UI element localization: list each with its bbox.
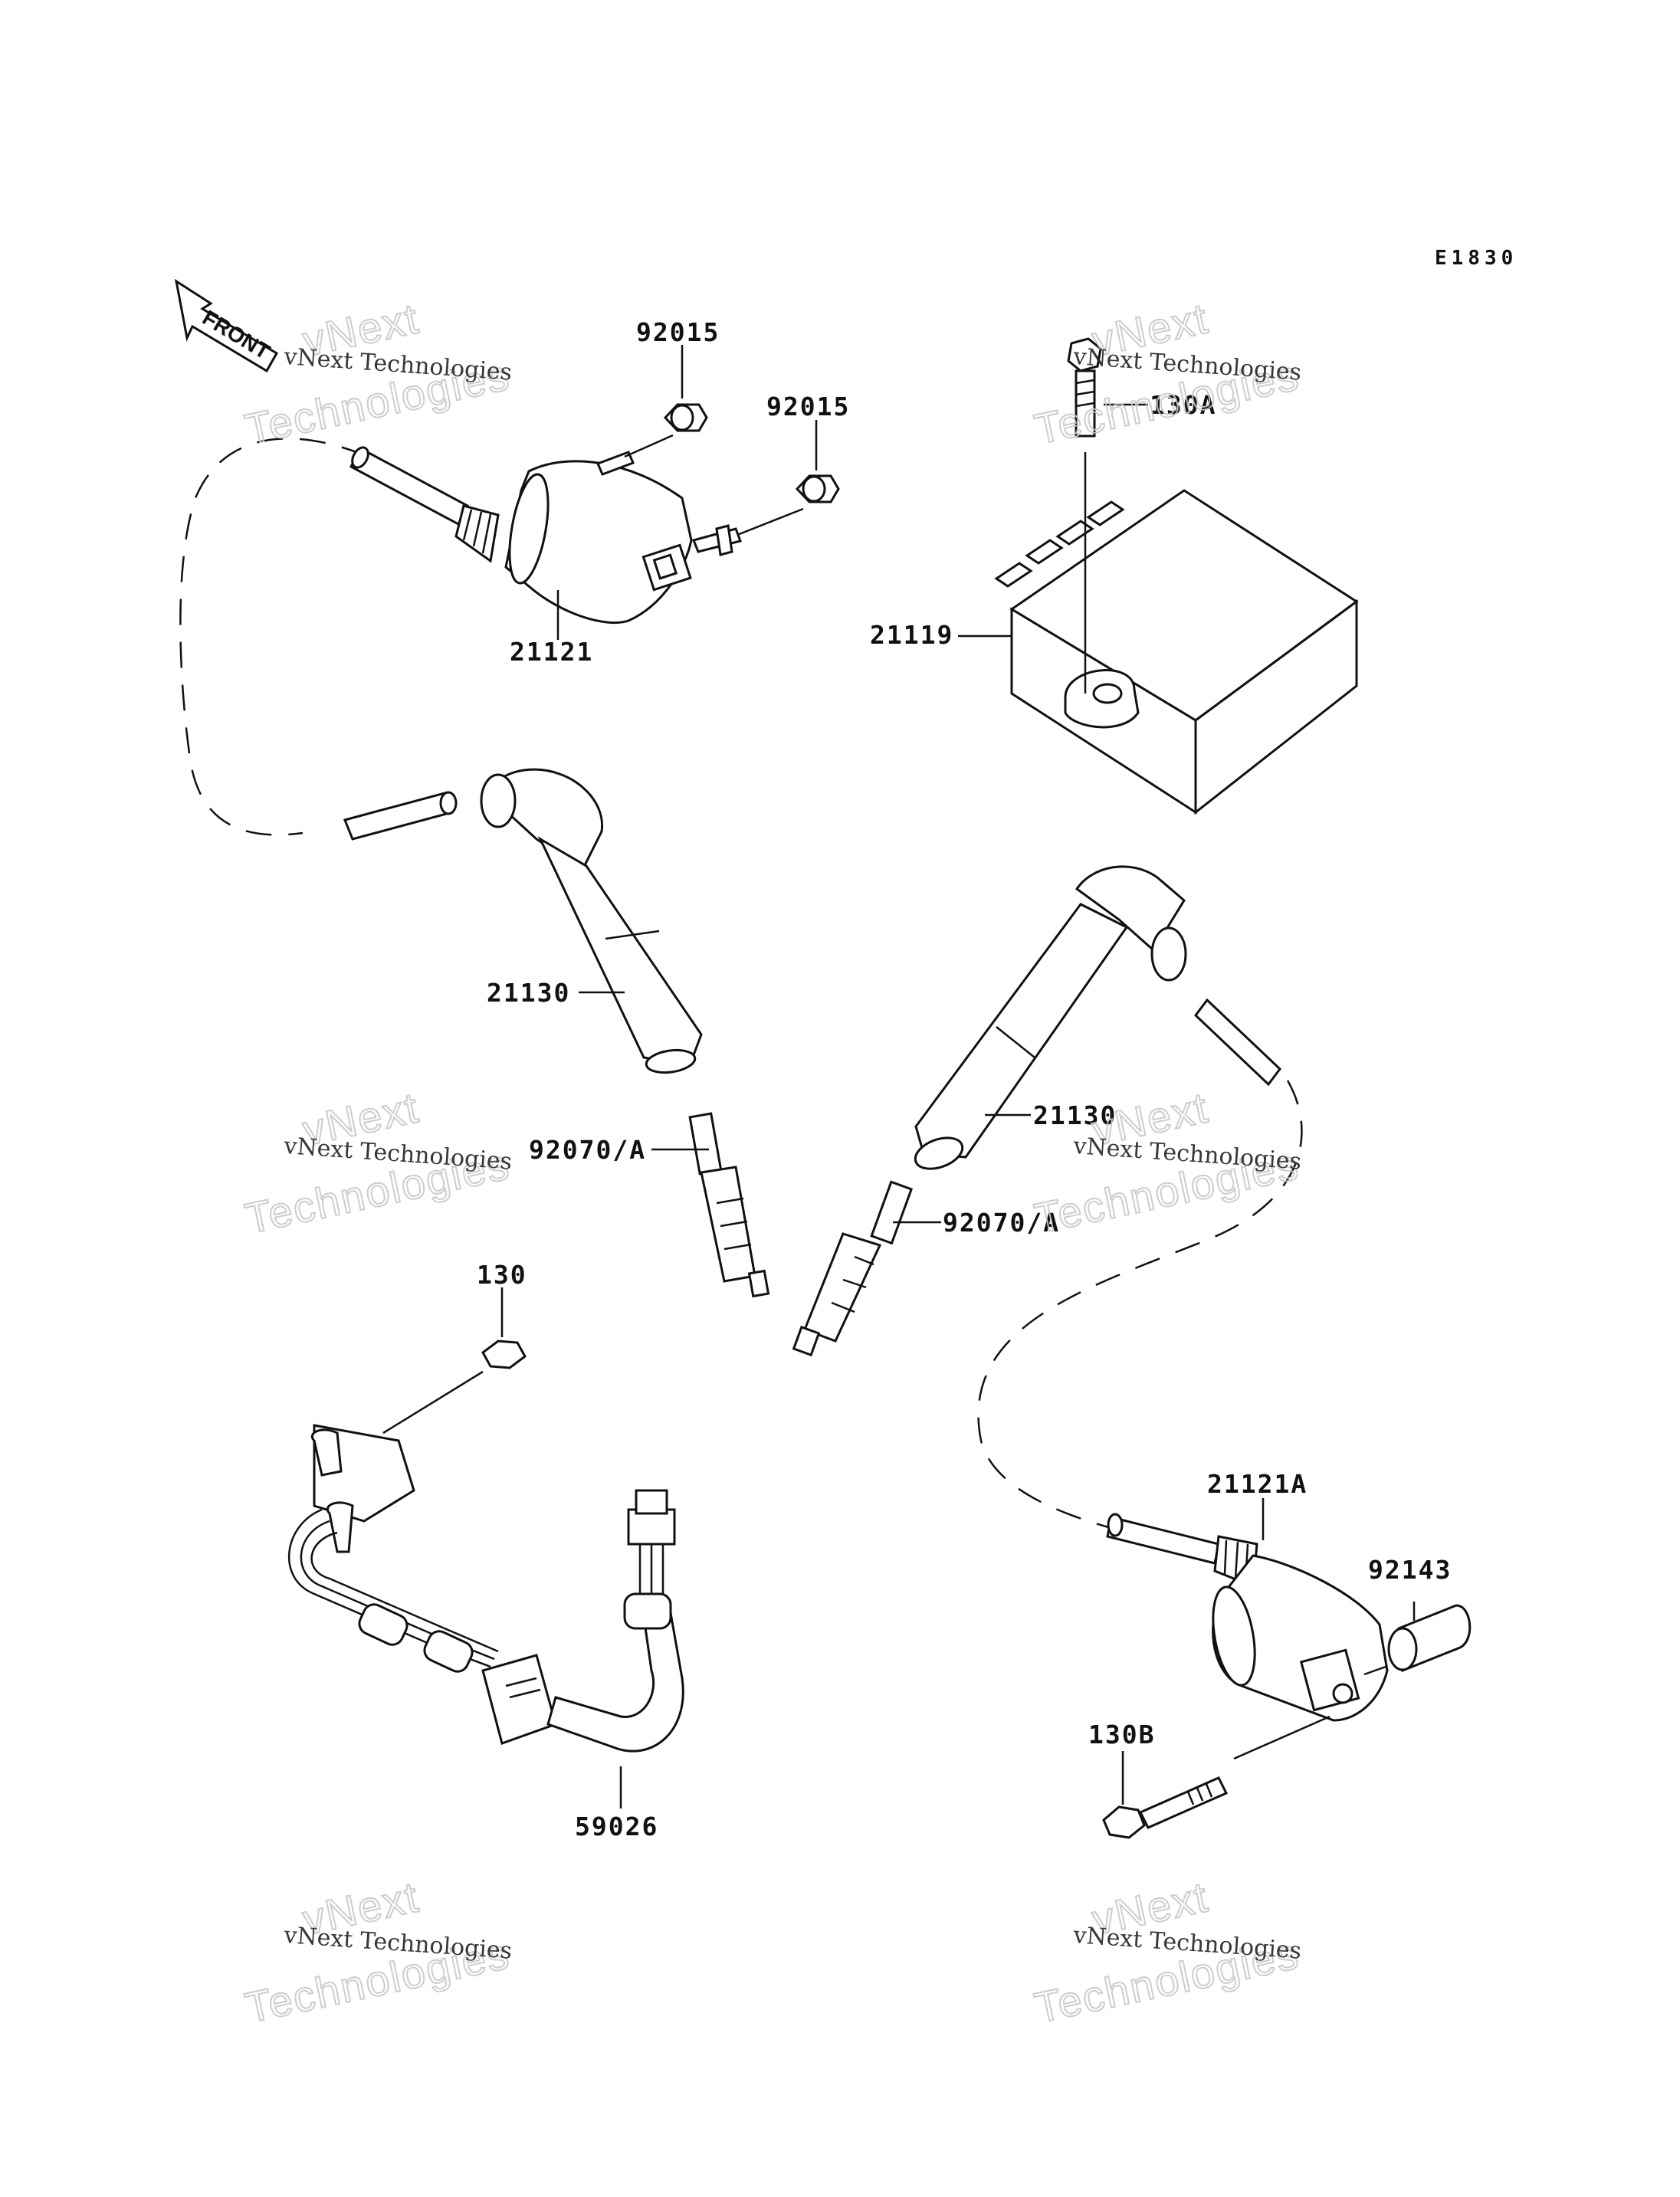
ignition-coil-front — [179, 434, 804, 836]
washer-92015-a — [663, 403, 708, 432]
label-130a: 130A — [1150, 390, 1216, 420]
pickup-coil — [287, 1340, 684, 1753]
label-59026: 59026 — [575, 1812, 658, 1841]
ignition-coil-rear — [1106, 1513, 1389, 1760]
watermark-1: vNext Technologies vNext Technologies — [240, 293, 514, 454]
igniter-unit — [994, 337, 1359, 815]
washer-92015-b — [795, 474, 840, 503]
watermark-3: vNext Technologies vNext Technologies — [240, 1082, 514, 1243]
diagram-code: E1830 — [1435, 247, 1518, 270]
label-92015-b: 92015 — [766, 392, 850, 421]
label-130b: 130B — [1088, 1720, 1155, 1749]
label-92015-a: 92015 — [636, 317, 720, 347]
watermark-2: vNext Technologies vNext Technologies — [1029, 293, 1304, 454]
spark-plug-left — [688, 1112, 770, 1298]
spark-plug-right — [792, 1180, 914, 1357]
watermark-4: vNext Technologies vNext Technologies — [1029, 1082, 1304, 1243]
label-21130-left: 21130 — [487, 978, 570, 1008]
label-21119: 21119 — [870, 620, 953, 650]
label-92070a-left: 92070/A — [529, 1135, 646, 1165]
label-92143: 92143 — [1368, 1555, 1452, 1585]
label-21130-right: 21130 — [1033, 1100, 1117, 1130]
label-130: 130 — [477, 1260, 527, 1290]
bolt-130b — [1102, 1776, 1229, 1839]
plug-cap-right — [914, 865, 1303, 1534]
front-arrow-icon: FRONT — [174, 278, 279, 373]
watermark-6: vNext Technologies vNext Technologies — [1029, 1871, 1304, 2032]
leader-lines — [500, 345, 1416, 1808]
plug-cap-left — [343, 768, 703, 1074]
watermark-5: vNext Technologies vNext Technologies — [240, 1871, 514, 2032]
label-21121a: 21121A — [1207, 1469, 1308, 1499]
collar-92143 — [1363, 1604, 1472, 1676]
label-92070a-right: 92070/A — [943, 1208, 1060, 1238]
label-21121: 21121 — [510, 637, 593, 667]
